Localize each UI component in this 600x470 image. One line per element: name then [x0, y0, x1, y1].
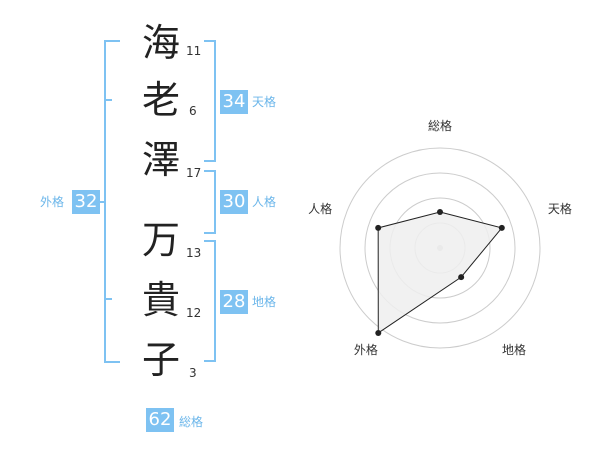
radar-point-3: [458, 274, 465, 281]
tenkaku-bracket: [204, 40, 216, 162]
stroke-count-3: 17: [186, 166, 202, 180]
name-char-4: 万: [141, 218, 180, 262]
name-char-2: 老: [141, 78, 180, 122]
name-char-5: 貴: [141, 278, 180, 322]
chikaku-value: 28: [220, 290, 248, 314]
radar-axis-label-5: 人格: [308, 201, 332, 216]
gaikaku-bracket-tick: [98, 201, 104, 203]
jinkaku-label: 人格: [252, 195, 277, 209]
radar-axis-label-4: 外格: [354, 342, 378, 357]
jinkaku-bracket: [204, 170, 216, 234]
name-char-1: 海: [141, 21, 180, 65]
soukaku-value: 62: [146, 408, 174, 432]
radar-axis-label-2: 天格: [548, 201, 572, 216]
radar-point-2: [498, 224, 505, 231]
chikaku-bracket: [204, 240, 216, 362]
stroke-count-2: 6: [189, 104, 197, 118]
gaikaku-bracket: [104, 40, 120, 363]
gaikaku-value: 32: [72, 190, 100, 214]
radar-point-5: [375, 224, 382, 231]
stroke-count-5: 12: [186, 306, 202, 320]
radar-ring-4: [339, 147, 541, 349]
radar-axis-label-3: 地格: [502, 342, 526, 357]
stroke-count-1: 11: [186, 44, 202, 58]
radar-point-4: [375, 329, 382, 336]
name-char-3: 澤: [141, 138, 180, 182]
jinkaku-value: 30: [220, 190, 248, 214]
radar-polygon: [377, 211, 503, 334]
name-char-6: 子: [141, 338, 180, 382]
stroke-count-4: 13: [186, 246, 202, 260]
gaikaku-bracket-low-tick: [104, 298, 112, 300]
radar-point-1: [437, 209, 443, 215]
tenkaku-label: 天格: [252, 95, 277, 109]
radar-axis-label-1: 総格: [428, 118, 452, 133]
tenkaku-value: 34: [220, 90, 248, 114]
gaikaku-bracket-mid-tick: [104, 99, 112, 101]
stroke-count-6: 3: [189, 366, 197, 380]
gaikaku-label: 外格: [40, 195, 65, 209]
radar-ring-3: [364, 172, 516, 324]
chikaku-label: 地格: [252, 295, 277, 309]
soukaku-label: 総格: [179, 415, 204, 429]
